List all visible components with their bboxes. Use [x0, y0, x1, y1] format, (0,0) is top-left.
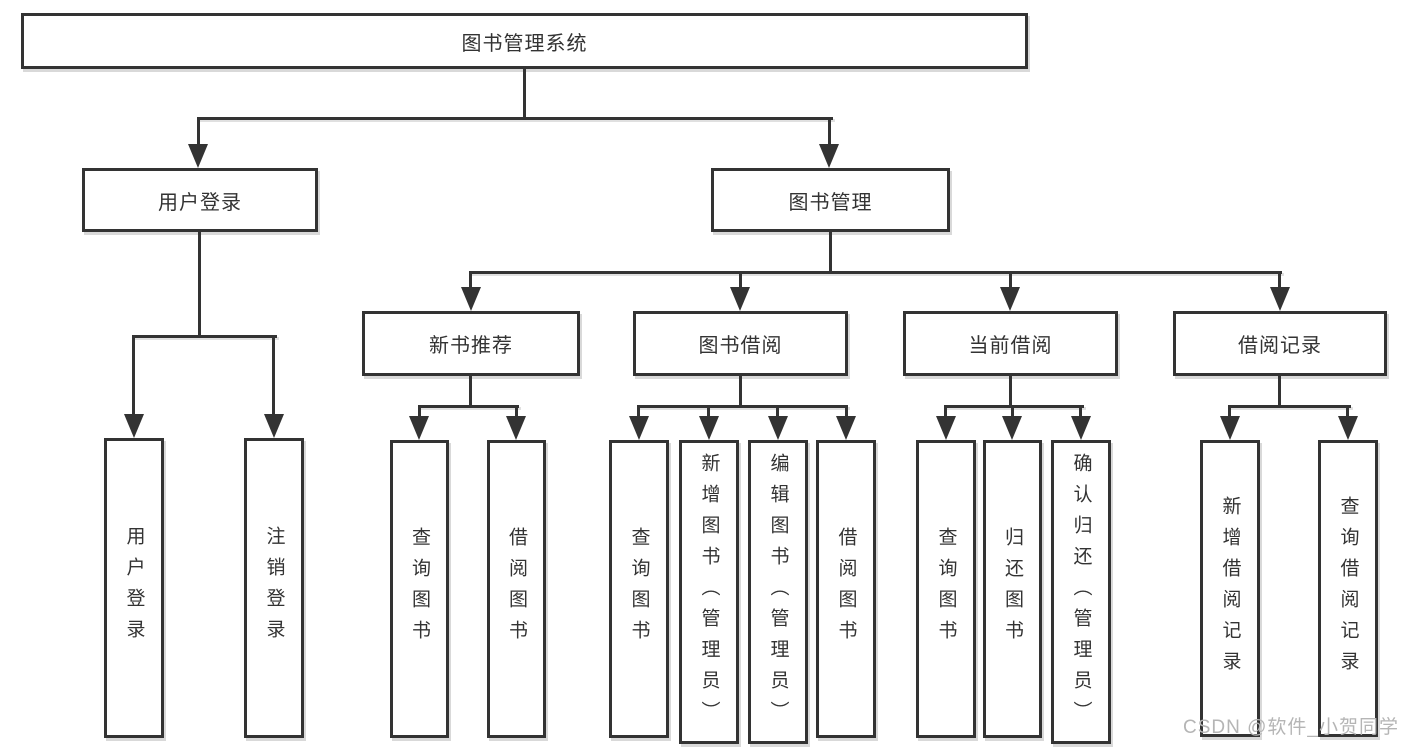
- connector-l1-hline: [197, 117, 833, 120]
- leaf-query-books-current: 查询图书: [916, 440, 976, 738]
- node-book-borrowing-label: 图书借阅: [698, 335, 783, 357]
- arrowhead-down: [819, 144, 839, 168]
- arrowhead-down: [768, 416, 788, 440]
- arrowhead-down: [730, 287, 750, 311]
- connector-drop: [418, 405, 421, 419]
- connector-hline: [637, 405, 848, 408]
- leaf-query-books-current-label: 查询图书: [935, 527, 957, 651]
- connector-drop: [637, 405, 640, 419]
- connector-drop: [515, 405, 518, 419]
- arrowhead-down: [264, 414, 284, 438]
- connector-drop: [1079, 405, 1082, 419]
- leaf-borrow-books-borrowing-label: 借阅图书: [835, 527, 857, 651]
- arrowhead-down: [836, 416, 856, 440]
- leaf-return-books: 归还图书: [983, 440, 1042, 738]
- connector-drop: [1346, 405, 1349, 419]
- leaf-add-borrow-record-label: 新增借阅记录: [1219, 495, 1241, 682]
- connector-stem: [469, 376, 472, 407]
- node-book-borrowing: 图书借阅: [633, 311, 848, 376]
- node-new-book-recommend-label: 新书推荐: [429, 335, 513, 357]
- node-new-book-recommend: 新书推荐: [362, 311, 580, 376]
- connector-stem: [1278, 376, 1281, 407]
- leaf-user-login-label: 用户登录: [123, 526, 145, 650]
- connector-hline: [1228, 405, 1351, 408]
- connector-drop: [132, 335, 135, 416]
- arrowhead-down: [936, 416, 956, 440]
- arrowhead-down: [1270, 287, 1290, 311]
- arrowhead-down: [699, 416, 719, 440]
- connector-drop: [469, 271, 472, 289]
- connector-hline: [944, 405, 1084, 408]
- connector-user-login-stem: [198, 232, 201, 337]
- connector-l2-hline: [469, 271, 1282, 274]
- leaf-edit-books-admin: 编辑图书（管理员）: [748, 440, 808, 744]
- arrowhead-down: [124, 414, 144, 438]
- leaf-user-login: 用户登录: [104, 438, 164, 738]
- arrowhead-down: [188, 144, 208, 168]
- node-borrowing-records: 借阅记录: [1173, 311, 1387, 376]
- leaf-confirm-return-admin: 确认归还（管理员）: [1051, 440, 1111, 744]
- node-current-borrowing: 当前借阅: [903, 311, 1118, 376]
- leaf-add-books-admin: 新增图书（管理员）: [679, 440, 739, 744]
- arrowhead-down: [461, 287, 481, 311]
- connector-hline: [418, 405, 519, 408]
- node-borrowing-records-label: 借阅记录: [1238, 335, 1322, 357]
- connector-drop: [1011, 405, 1014, 419]
- leaf-query-borrow-record: 查询借阅记录: [1318, 440, 1378, 737]
- leaf-query-borrow-record-label: 查询借阅记录: [1337, 495, 1359, 682]
- connector-stem: [1009, 376, 1012, 407]
- leaf-edit-books-admin-label: 编辑图书（管理员）: [767, 452, 789, 732]
- connector-drop: [739, 271, 742, 289]
- arrowhead-down: [506, 416, 526, 440]
- node-root: 图书管理系统: [21, 13, 1028, 69]
- csdn-watermark: CSDN @软件_小贺同学: [1183, 717, 1399, 738]
- arrowhead-down: [1002, 416, 1022, 440]
- leaf-add-books-admin-label: 新增图书（管理员）: [698, 452, 720, 732]
- connector-stem: [739, 376, 742, 407]
- node-current-borrowing-label: 当前借阅: [968, 335, 1053, 357]
- connector-user-login-hline: [132, 335, 277, 338]
- leaf-query-books-recommend: 查询图书: [390, 440, 449, 738]
- leaf-logout: 注销登录: [244, 438, 304, 738]
- connector-drop: [845, 405, 848, 419]
- leaf-confirm-return-admin-label: 确认归还（管理员）: [1070, 452, 1092, 732]
- leaf-borrow-books-recommend-label: 借阅图书: [506, 527, 527, 651]
- arrowhead-down: [1071, 416, 1091, 440]
- connector-l1-left-drop: [197, 117, 200, 147]
- node-user-login: 用户登录: [82, 168, 318, 232]
- arrowhead-down: [1000, 287, 1020, 311]
- connector-drop: [1009, 271, 1012, 289]
- leaf-query-books-borrowing-label: 查询图书: [628, 527, 650, 651]
- arrowhead-down: [1338, 416, 1358, 440]
- connector-drop: [944, 405, 947, 419]
- connector-drop: [272, 335, 275, 416]
- node-user-login-label: 用户登录: [158, 191, 242, 214]
- connector-root-stem: [523, 69, 526, 118]
- connector-l1-right-drop: [828, 117, 831, 147]
- connector-drop: [707, 405, 710, 419]
- arrowhead-down: [409, 416, 429, 440]
- leaf-logout-label: 注销登录: [263, 526, 285, 650]
- node-root-label: 图书管理系统: [461, 32, 588, 55]
- leaf-borrow-books-borrowing: 借阅图书: [816, 440, 876, 738]
- connector-drop: [776, 405, 779, 419]
- leaf-add-borrow-record: 新增借阅记录: [1200, 440, 1260, 737]
- node-book-management: 图书管理: [711, 168, 950, 232]
- arrowhead-down: [629, 416, 649, 440]
- leaf-borrow-books-recommend: 借阅图书: [487, 440, 546, 738]
- leaf-query-books-recommend-label: 查询图书: [409, 527, 430, 651]
- leaf-query-books-borrowing: 查询图书: [609, 440, 669, 738]
- node-book-management-label: 图书管理: [788, 191, 873, 214]
- connector-drop: [1228, 405, 1231, 419]
- connector-drop: [1278, 271, 1281, 289]
- connector-book-mgmt-stem: [829, 232, 832, 274]
- arrowhead-down: [1220, 416, 1240, 440]
- leaf-return-books-label: 归还图书: [1002, 527, 1023, 651]
